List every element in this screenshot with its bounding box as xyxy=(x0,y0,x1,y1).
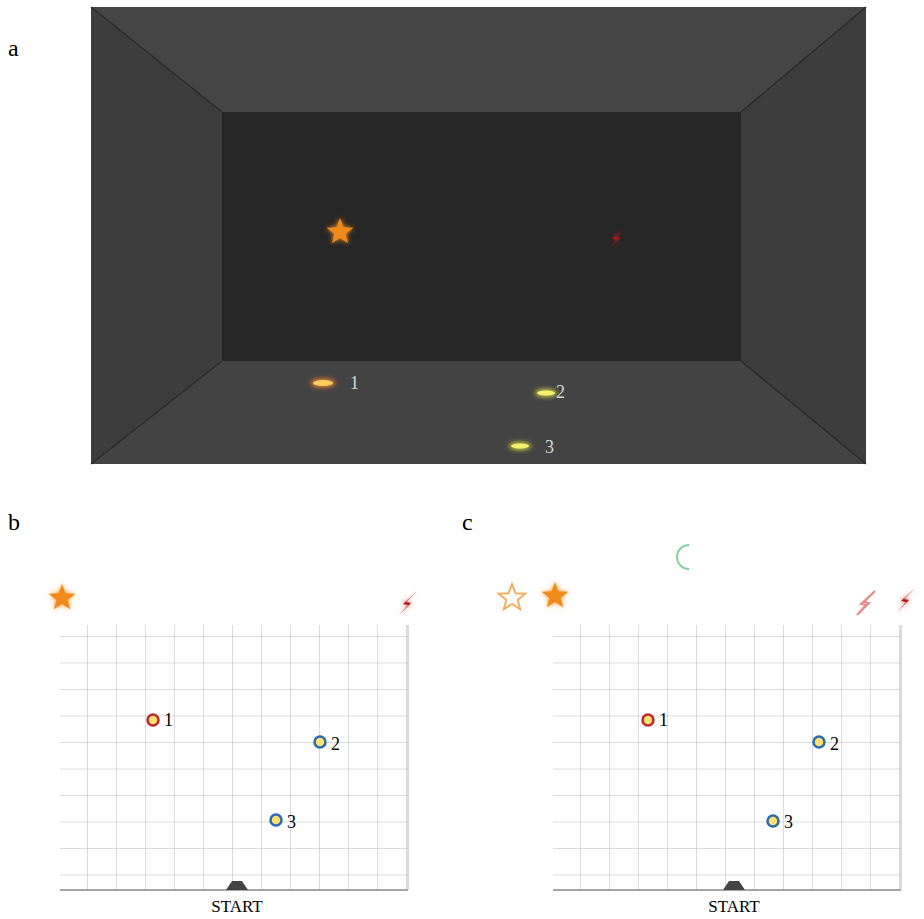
target-number: 2 xyxy=(331,735,340,753)
start-label: START xyxy=(211,898,262,915)
panel-letter: c xyxy=(462,510,473,534)
target-number: 2 xyxy=(556,383,565,401)
grid-map xyxy=(49,545,417,890)
target-number: 3 xyxy=(287,813,296,831)
target-number: 3 xyxy=(545,438,554,456)
target-number: 1 xyxy=(350,374,359,392)
target-number: 1 xyxy=(164,711,173,729)
panel-letter: a xyxy=(8,36,19,60)
target-number: 3 xyxy=(784,813,793,831)
panel-letter: b xyxy=(8,510,20,534)
start-label: START xyxy=(708,898,759,915)
room-view xyxy=(91,7,866,464)
target-number: 2 xyxy=(830,735,839,753)
grid-map xyxy=(499,543,915,890)
target-number: 1 xyxy=(659,711,668,729)
